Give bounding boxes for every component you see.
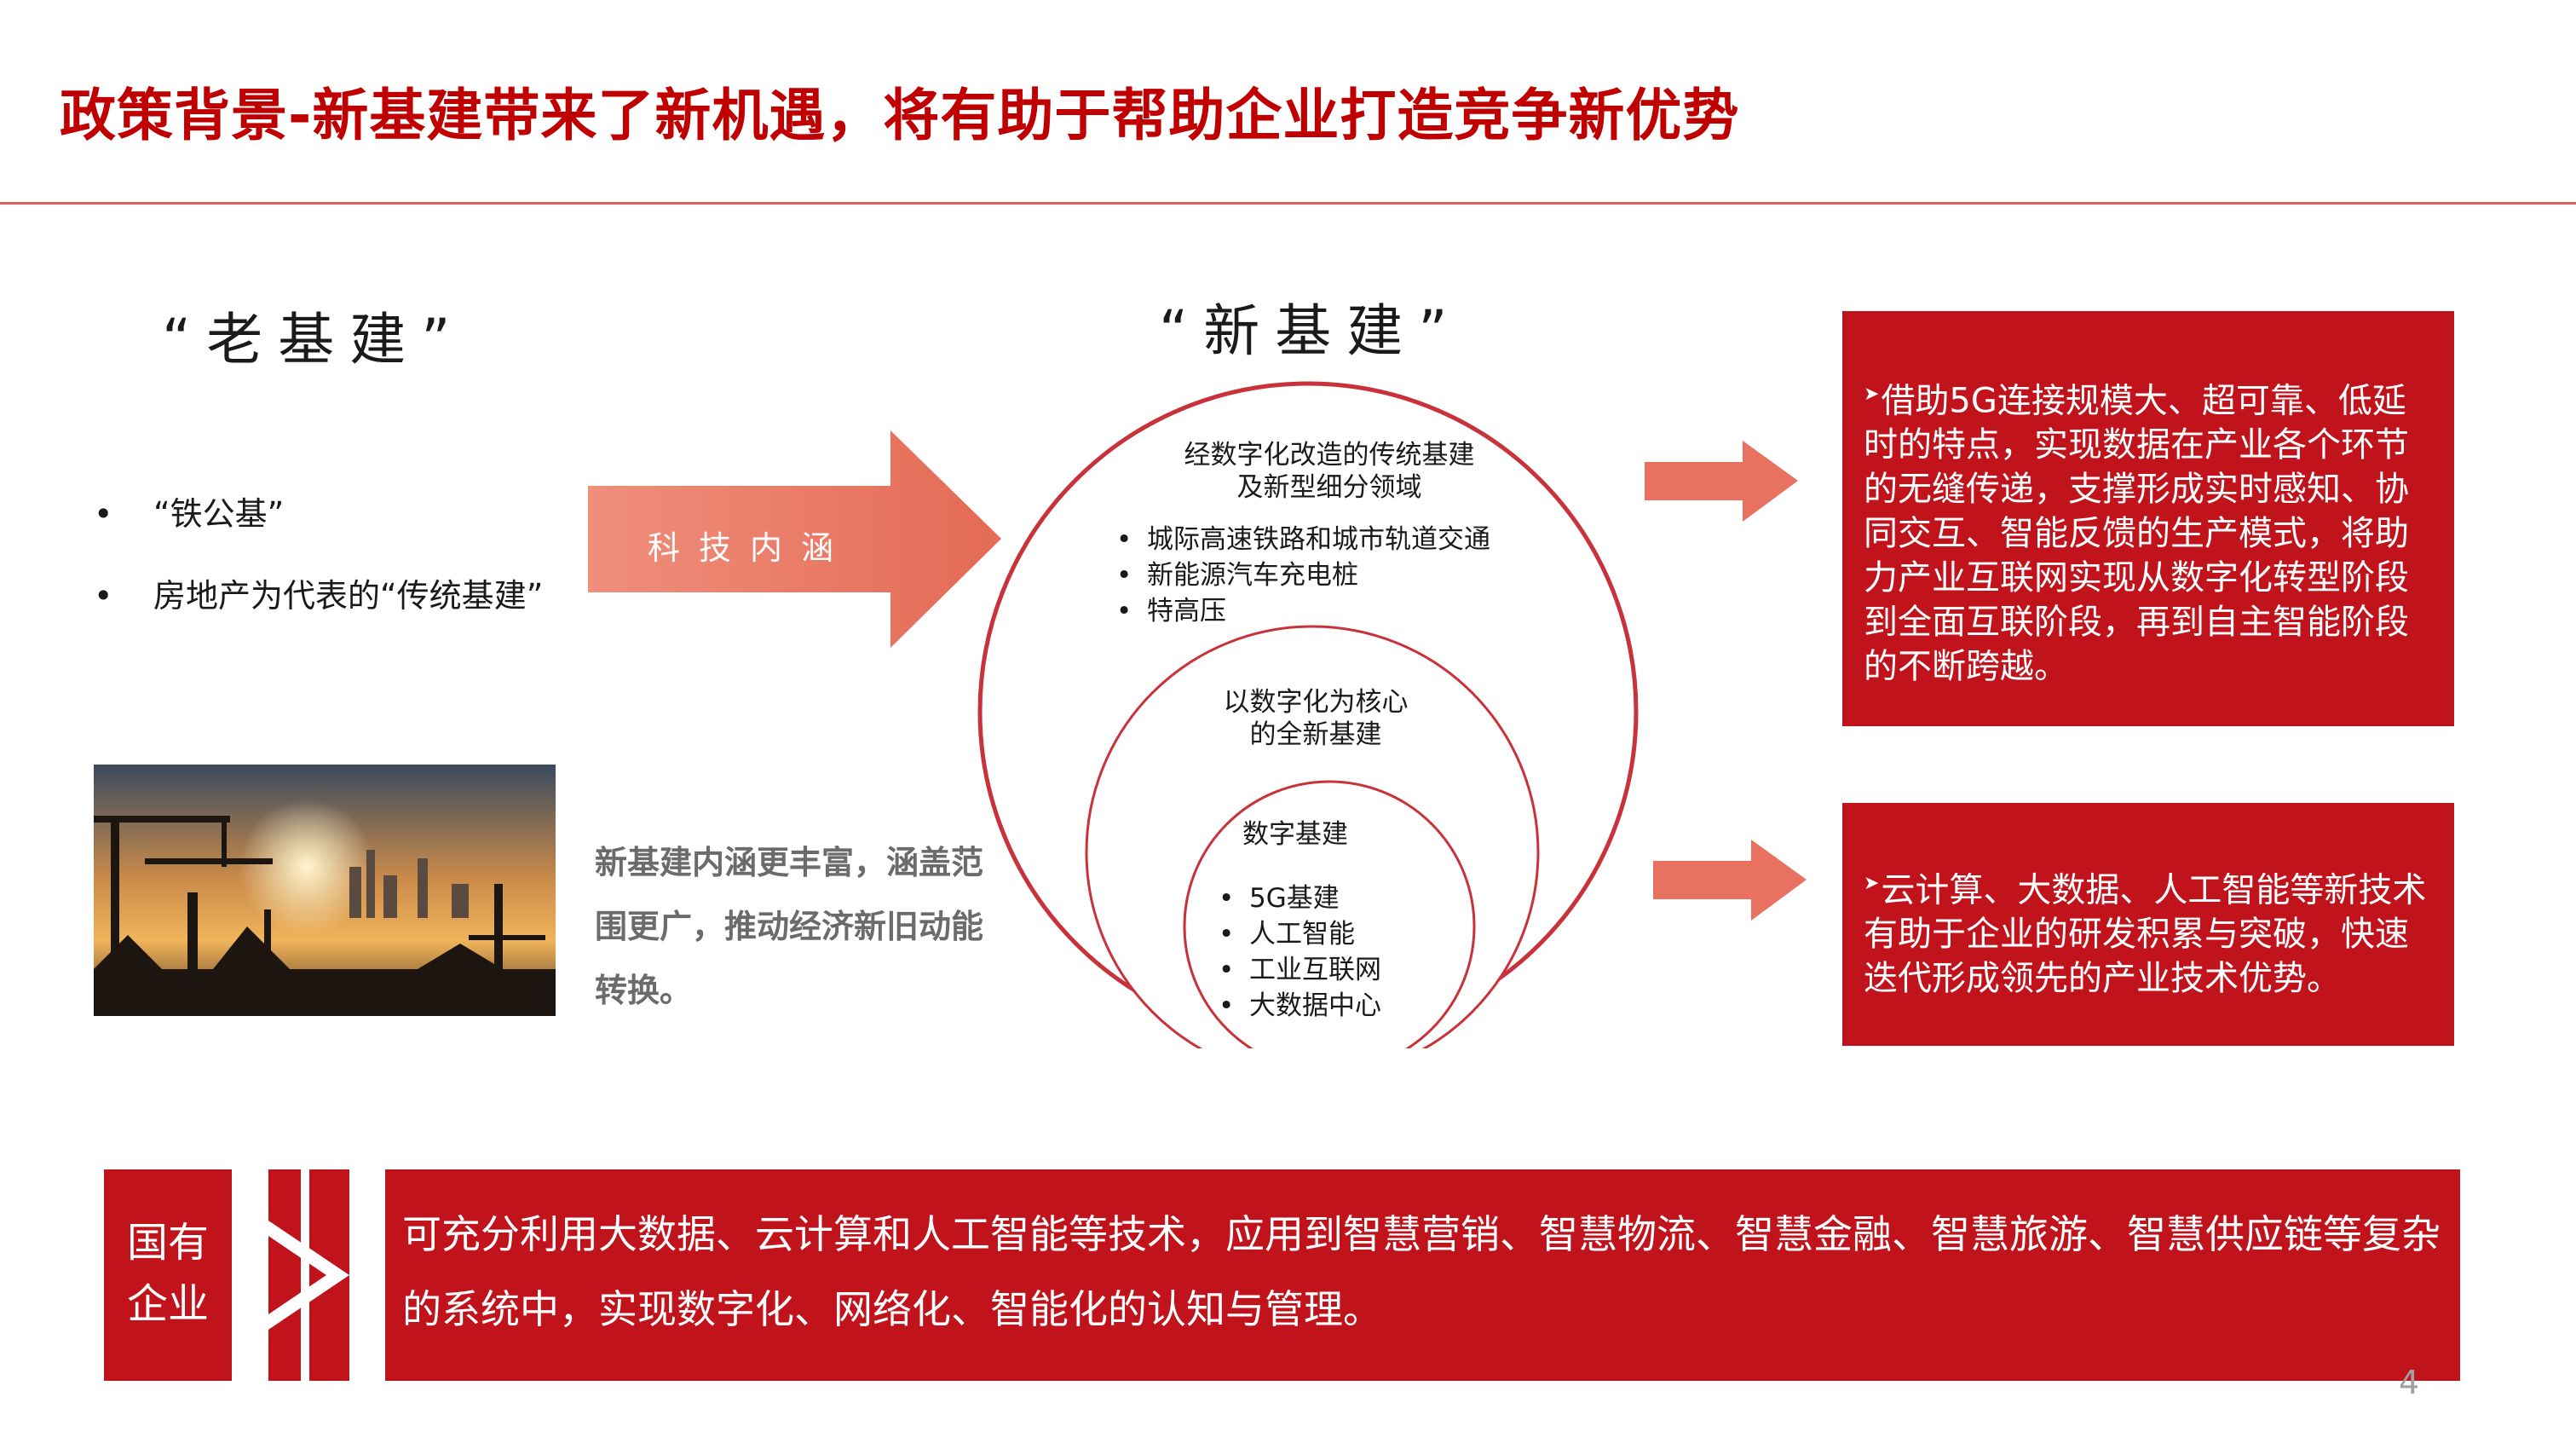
arrow-bullet-icon: ➤ xyxy=(1864,384,1880,405)
middle-ring-title: 以数字化为核心 的全新基建 xyxy=(1223,687,1409,750)
list-item: 5G基建 xyxy=(1219,880,1381,916)
page-title: 政策背景-新基建带来了新机遇，将有助于帮助企业打造竞争新优势 xyxy=(60,83,1740,148)
info-box-5g: ➤借助5G连接规模大、超可靠、低延时的特点，实现数据在产业各个环节的无缝传递，支… xyxy=(1842,311,2454,726)
arrow-right-icon xyxy=(1653,840,1807,921)
list-item: “铁公基” xyxy=(94,473,543,555)
construction-photo xyxy=(94,765,556,1016)
old-infra-list: “铁公基” 房地产为代表的“传统基建” xyxy=(94,473,543,637)
photo-caption: 新基建内涵更丰富，涵盖范围更广，推动经济新旧动能转换。 xyxy=(595,844,984,1009)
arrow-right-icon xyxy=(588,430,1001,648)
arrow-right-icon xyxy=(1645,441,1798,522)
old-infra-heading: “老基建” xyxy=(162,307,466,372)
arrow-bullet-icon: ➤ xyxy=(1864,873,1880,894)
list-item: 城际高速铁路和城市轨道交通 xyxy=(1116,522,1490,557)
list-item: 大数据中心 xyxy=(1219,988,1381,1024)
info-box-cloud: ➤云计算、大数据、人工智能等新技术有助于企业的研发积累与突破，快速迭代形成领先的… xyxy=(1842,803,2454,1046)
list-item: 特高压 xyxy=(1116,593,1490,629)
list-item: 工业互联网 xyxy=(1219,952,1381,988)
inner-ring-list: 5G基建 人工智能 工业互联网 大数据中心 xyxy=(1219,880,1381,1024)
list-item: 新能源汽车充电桩 xyxy=(1116,557,1490,593)
arrow-label: 科技内涵 xyxy=(648,529,853,567)
list-item: 房地产为代表的“传统基建” xyxy=(94,555,543,637)
soe-label: 国有 企业 xyxy=(126,1219,209,1328)
outer-ring-title: 经数字化改造的传统基建 及新型细分领域 xyxy=(1184,440,1475,503)
list-item: 人工智能 xyxy=(1219,916,1381,952)
chevron-right-icon xyxy=(268,1169,349,1381)
inner-ring-title: 数字基建 xyxy=(1242,819,1348,850)
title-divider xyxy=(0,202,2576,205)
outer-ring-list: 城际高速铁路和城市轨道交通 新能源汽车充电桩 特高压 xyxy=(1116,522,1490,629)
new-infra-heading: “新基建” xyxy=(1159,298,1463,364)
soe-label-box xyxy=(104,1169,232,1381)
soe-description: 可充分利用大数据、云计算和人工智能等技术，应用到智慧营销、智慧物流、智慧金融、智… xyxy=(385,1169,2460,1381)
page-number: 4 xyxy=(2399,1364,2420,1401)
